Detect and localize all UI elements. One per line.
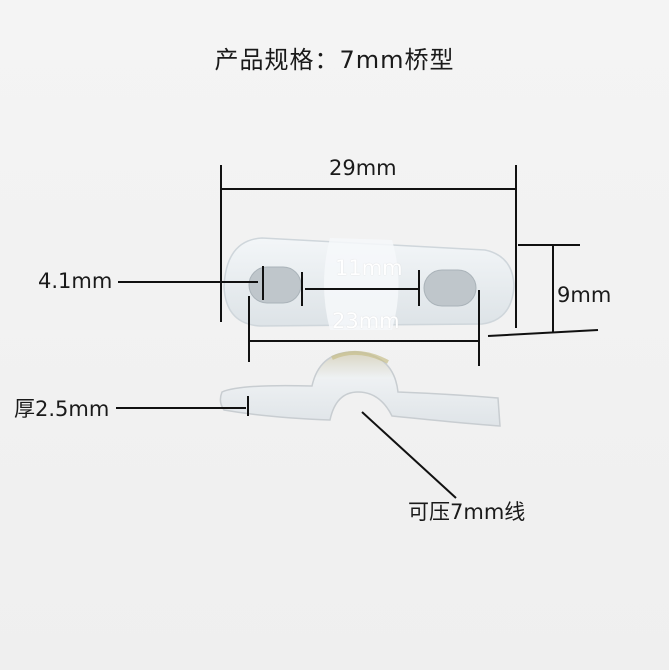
label-thickness: 厚2.5mm	[14, 397, 110, 421]
label-height: 9mm	[557, 283, 612, 307]
clip-side-view	[219, 350, 501, 427]
dim-9-bottom	[487, 329, 599, 337]
left-slot-hole	[248, 266, 302, 304]
label-hole-spacing: 23mm	[332, 309, 400, 333]
dimension-lines	[116, 165, 599, 499]
label-wire-fit: 可压7mm线	[408, 500, 526, 524]
right-slot-hole	[423, 269, 477, 307]
wire-leader	[361, 411, 457, 499]
label-middle-span: 11mm	[335, 256, 403, 280]
label-overall-length: 29mm	[329, 156, 397, 180]
page-title: 产品规格：7mm桥型	[214, 46, 455, 74]
label-hole-width: 4.1mm	[38, 269, 113, 293]
